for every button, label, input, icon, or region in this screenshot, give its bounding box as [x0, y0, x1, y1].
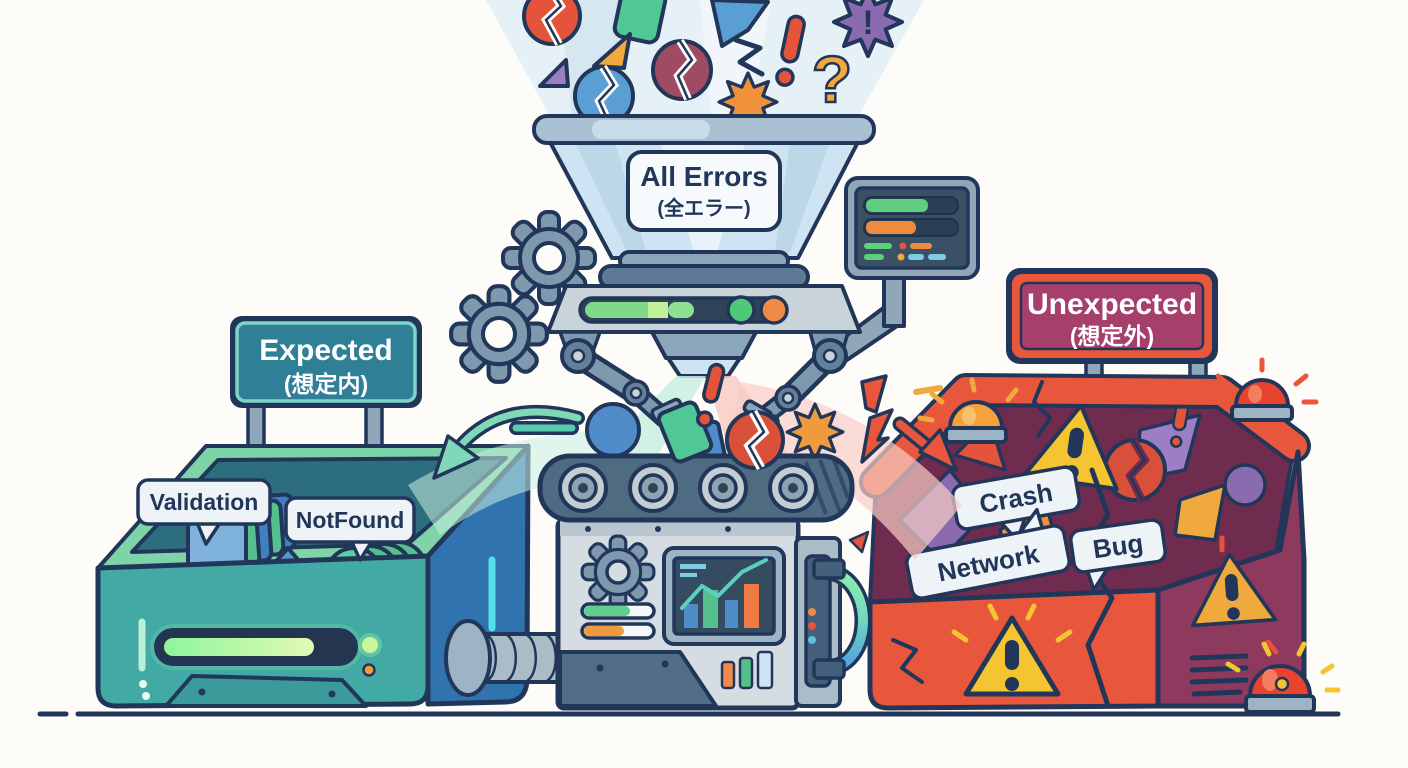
debris-question-orange: ? — [812, 42, 852, 116]
siren-icon-top-left — [917, 377, 1019, 444]
robot-arm-left — [558, 330, 714, 464]
status-monitor — [828, 176, 980, 364]
sorter-machine-body — [555, 517, 872, 711]
gripped-broken-circle-red — [725, 409, 785, 471]
debris-broken-circle-maroon — [651, 38, 713, 101]
siren-icon-ground — [1225, 641, 1341, 714]
head-button-orange — [759, 295, 789, 325]
exclamation-red-center — [695, 362, 726, 428]
broken-arrow-piece — [860, 408, 894, 464]
funnel: All Errors (全エラー) — [532, 114, 876, 290]
debris-zigzag — [733, 37, 765, 77]
indicator-bar — [720, 660, 736, 690]
machine-handle — [812, 558, 872, 680]
crack-line — [891, 638, 924, 684]
debris-triangle-purple — [538, 58, 570, 88]
svg-text:(想定外): (想定外) — [1070, 323, 1154, 349]
svg-text:(想定内): (想定内) — [284, 371, 368, 397]
conveyor-rollers — [558, 463, 818, 513]
gear-icon-machine — [580, 534, 656, 610]
debris-broken-circle-red — [522, 0, 582, 46]
svg-text:Validation: Validation — [150, 489, 259, 515]
expected-bin: Validation NotFound — [95, 443, 531, 709]
debris-shard-blue — [710, 0, 770, 48]
unexpected-bin: Crash Network Bug — [859, 357, 1341, 714]
gear-icon-lower — [451, 286, 547, 382]
svg-text:All Errors: All Errors — [640, 161, 768, 192]
svg-text:Bug: Bug — [1091, 528, 1145, 565]
tag-crash: Crash — [950, 465, 1082, 543]
unexpected-arrows — [848, 374, 958, 554]
svg-text:Unexpected: Unexpected — [1027, 288, 1197, 321]
tag-validation: Validation — [136, 478, 272, 546]
monitor-progress-orange — [866, 221, 916, 234]
tag-bug: Bug — [1069, 518, 1167, 592]
siren-icon-top-right — [1205, 357, 1319, 422]
warning-icon-front — [951, 603, 1073, 694]
svg-text:(全エラー): (全エラー) — [657, 196, 750, 220]
warning-icon-side — [1186, 535, 1279, 655]
monitor-progress-green — [866, 199, 928, 212]
gear-icon-large — [501, 210, 597, 306]
funnel-label: All Errors (全エラー) — [626, 150, 782, 232]
indicator-bar — [738, 656, 754, 690]
falling-error-debris: ! ? — [522, 0, 904, 133]
machine-progress-orange — [584, 626, 624, 636]
svg-text:Expected: Expected — [259, 334, 392, 367]
expected-arrow — [432, 405, 585, 480]
debris-exclamation-red — [775, 14, 806, 88]
led-green — [362, 637, 378, 653]
red-shard — [848, 530, 870, 554]
item-starburst-orange — [785, 402, 845, 462]
tag-notfound: NotFound — [284, 496, 416, 562]
head-button-green — [726, 295, 756, 325]
indicator-bar — [756, 650, 774, 690]
robot-arm-right — [725, 330, 850, 471]
sorter-nozzle — [666, 356, 742, 378]
machine-progress-green — [584, 606, 630, 616]
svg-text:NotFound: NotFound — [296, 507, 405, 533]
machine-chart-screen — [662, 546, 786, 646]
expected-bin-base-panel — [164, 674, 368, 708]
expected-sign: Expected (想定内) — [230, 316, 422, 408]
vent-lines — [1189, 653, 1249, 697]
conveyor-belt — [537, 453, 855, 523]
led-orange — [362, 663, 376, 677]
debris-card-green — [612, 0, 668, 45]
connecting-pipe — [444, 619, 572, 697]
item-circle-blue — [585, 402, 641, 458]
unexpected-sign: Unexpected (想定外) — [1006, 268, 1218, 364]
debris-starburst-purple: ! — [832, 0, 904, 58]
svg-text:!: ! — [862, 4, 873, 42]
broken-arrow-piece — [860, 374, 888, 414]
tag-network: Network — [905, 507, 1071, 600]
